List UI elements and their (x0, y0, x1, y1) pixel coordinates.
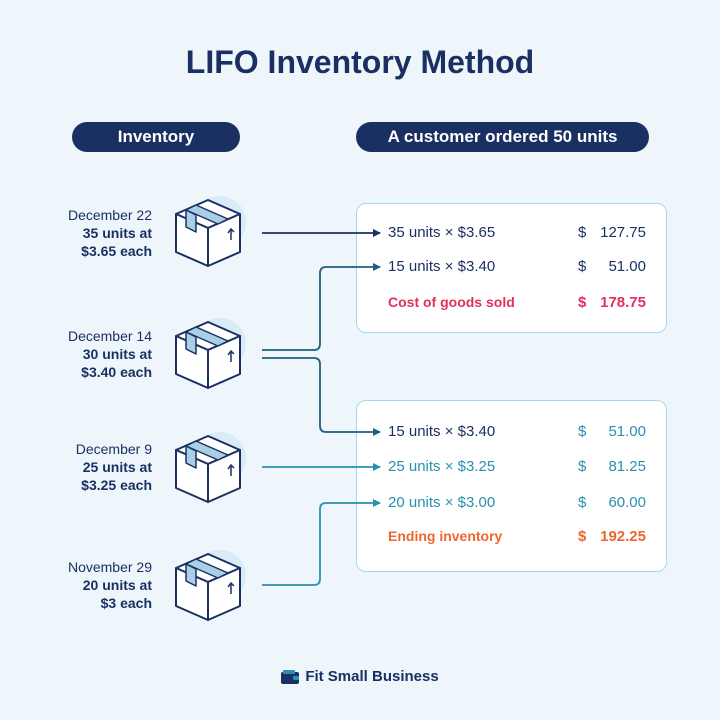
inventory-date: December 22 (67, 207, 152, 223)
cogs-total-label: Cost of goods sold (388, 294, 515, 310)
amount-value: 127.75 (600, 224, 646, 241)
inventory-date: December 9 (75, 441, 152, 457)
inventory-header: Inventory (72, 122, 240, 152)
inventory-item-nov29: November 29 20 units at $3 each (30, 558, 152, 612)
page-title: LIFO Inventory Method (185, 44, 535, 80)
arrow-dec14-to-ending (262, 357, 381, 436)
inventory-date: December 14 (67, 328, 152, 344)
arrow-dec14-to-cogs (262, 263, 381, 351)
box-icon (175, 196, 246, 267)
ending-row-amount: $ 51.00 (578, 423, 646, 440)
wallet-logo-icon (281, 669, 300, 684)
cost-of-goods-sold-card (356, 203, 667, 333)
inventory-item-dec9: December 9 25 units at $3.25 each (30, 440, 152, 494)
amount-value: 81.25 (608, 458, 646, 475)
ending-row-text: 15 units × $3.40 (388, 423, 496, 440)
amount-value: 51.00 (608, 423, 646, 440)
amount-value: 51.00 (608, 258, 646, 275)
inventory-units: 35 units at (82, 225, 152, 241)
box-icon (175, 318, 246, 389)
inventory-item-dec14: December 14 30 units at $3.40 each (30, 327, 152, 381)
amount-value: 192.25 (600, 528, 646, 545)
brand-name: Fit Small Business (305, 668, 439, 685)
amount-value: 60.00 (608, 494, 646, 511)
ending-total-label: Ending inventory (388, 528, 503, 544)
ending-row-amount: $ 81.25 (578, 458, 646, 475)
amount-value: 178.75 (600, 294, 646, 311)
currency-symbol: $ (578, 528, 587, 545)
currency-symbol: $ (578, 294, 587, 311)
currency-symbol: $ (578, 258, 587, 275)
inventory-units: 20 units at (82, 577, 152, 593)
inventory-price: $3.65 each (81, 243, 152, 259)
customer-order-header: A customer ordered 50 units (356, 122, 649, 152)
ending-inventory-card (356, 400, 667, 572)
box-icon (175, 432, 246, 503)
arrow-nov29-to-ending (262, 499, 381, 586)
inventory-price: $3.40 each (81, 364, 152, 380)
ending-row-amount: $ 60.00 (578, 494, 646, 511)
inventory-units: 25 units at (82, 459, 152, 475)
ending-row-text: 20 units × $3.00 (388, 494, 496, 511)
footer: Fit Small Business (0, 668, 720, 685)
currency-symbol: $ (578, 224, 587, 241)
cogs-row-amount: $ 51.00 (578, 258, 646, 275)
currency-symbol: $ (578, 458, 587, 475)
currency-symbol: $ (578, 494, 587, 511)
ending-total-amount: $ 192.25 (578, 528, 646, 545)
cogs-row-amount: $ 127.75 (578, 224, 646, 241)
inventory-price: $3 each (100, 595, 152, 611)
cogs-row-text: 15 units × $3.40 (388, 258, 496, 275)
inventory-units: 30 units at (82, 346, 152, 362)
cogs-row-text: 35 units × $3.65 (388, 224, 496, 241)
ending-row-text: 25 units × $3.25 (388, 458, 496, 475)
currency-symbol: $ (578, 423, 587, 440)
cogs-total-amount: $ 178.75 (578, 294, 646, 311)
inventory-date: November 29 (67, 559, 152, 575)
box-icon (175, 550, 246, 621)
inventory-item-dec22: December 22 35 units at $3.65 each (30, 206, 152, 260)
inventory-price: $3.25 each (81, 477, 152, 493)
